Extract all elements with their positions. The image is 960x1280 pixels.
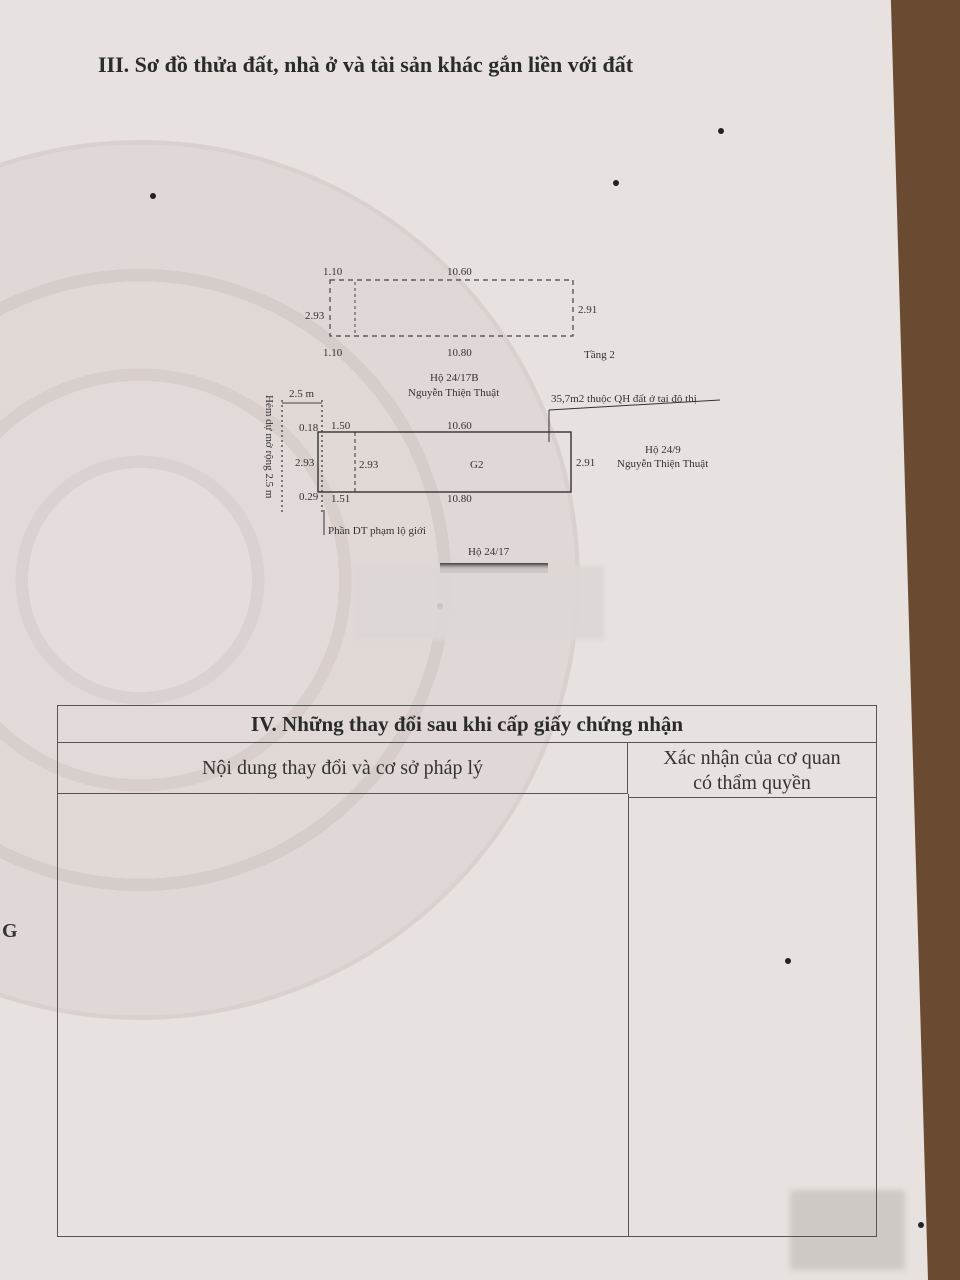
plot-parcel-label: G2 (470, 459, 483, 471)
section-4-title: IV. Những thay đổi sau khi cấp giấy chứn… (58, 706, 876, 743)
floor2-right-side: 2.91 (578, 304, 597, 316)
plot-top-offset: 0.18 (299, 422, 319, 434)
certificate-page: III. Sơ đồ thửa đất, nhà ở và tài sản kh… (0, 0, 928, 1280)
plot-right-side: 2.91 (576, 457, 595, 469)
floor2-top-left: 1.10 (323, 266, 343, 278)
ink-speck (785, 958, 791, 964)
east-neighbor-line1: Hộ 24/9 (645, 444, 681, 456)
floor2-label: Tầng 2 (584, 349, 615, 361)
floor2-left-side: 2.93 (305, 310, 325, 322)
column-confirm-line2: có thẩm quyền (693, 772, 811, 794)
edge-text-fragment: G (2, 920, 18, 942)
column-content-header: Nội dung thay đổi và cơ sở pháp lý (58, 742, 628, 794)
plot-left-outer: 2.93 (295, 457, 315, 469)
encroach-label: Phần DT phạm lộ giới (328, 525, 426, 537)
ink-speck (150, 193, 156, 199)
south-neighbor: Hộ 24/17 (468, 546, 510, 558)
floor2-bottom-length: 10.80 (447, 347, 472, 359)
plot-top-left: 1.50 (331, 420, 351, 432)
column-divider (628, 794, 629, 1236)
floor2-top-length: 10.60 (447, 266, 472, 278)
east-neighbor-line2: Nguyễn Thiện Thuật (617, 458, 708, 470)
north-neighbor-line1: Hộ 24/17B (430, 372, 479, 384)
floor2-bottom-left: 1.10 (323, 347, 343, 359)
plot-bottom-offset: 0.29 (299, 491, 319, 503)
ink-speck (718, 128, 724, 134)
planning-leader-top (548, 399, 721, 411)
section-3-heading: III. Sơ đồ thửa đất, nhà ở và tài sản kh… (98, 52, 634, 77)
plot-top-length: 10.60 (447, 420, 472, 432)
plot-left-inner: 2.93 (359, 459, 379, 471)
redacted-stamp-area (355, 565, 605, 640)
parcel-outline (317, 431, 572, 493)
redacted-corner-area (790, 1190, 905, 1270)
floor-2-outline (329, 279, 574, 337)
planning-note: 35,7m2 thuộc QH đất ở tại đô thị (551, 393, 697, 405)
ink-speck (613, 180, 619, 186)
alley-width: 2.5 m (289, 388, 315, 400)
ink-speck (918, 1222, 924, 1228)
alley-label: Hẻm dự mở rộng 2.5 m (263, 395, 275, 499)
north-neighbor-line2: Nguyễn Thiện Thuật (408, 387, 499, 399)
column-confirm-line1: Xác nhận của cơ quan (663, 747, 841, 769)
column-confirm-header: Xác nhận của cơ quan có thẩm quyền (628, 742, 876, 798)
plot-bottom-length: 10.80 (447, 493, 472, 505)
section-4-table: IV. Những thay đổi sau khi cấp giấy chứn… (57, 705, 877, 1237)
plot-bottom-left: 1.51 (331, 493, 350, 505)
